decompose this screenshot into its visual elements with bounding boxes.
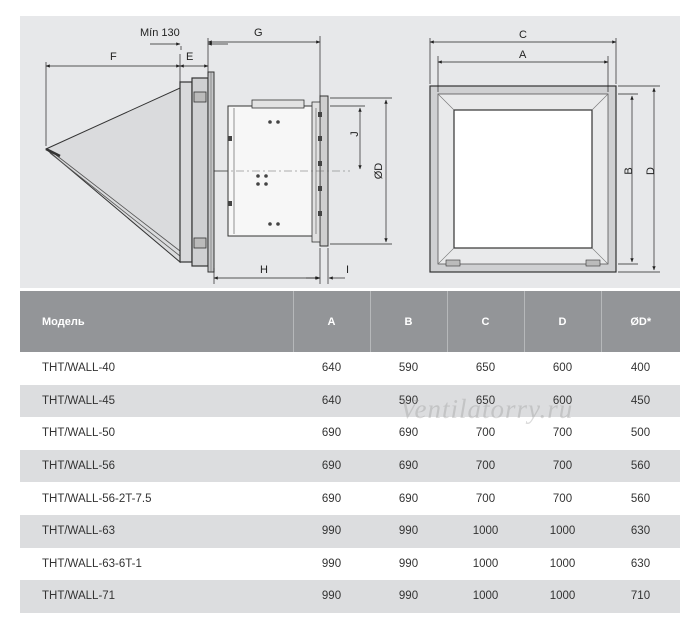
cell-b: 990 xyxy=(370,514,447,548)
front-dimensions xyxy=(429,38,660,273)
cell-c: 1000 xyxy=(472,557,499,570)
table-row: THT/WALL-56-2T-7.5 690 690 700 700 560 xyxy=(20,482,680,515)
table-header-row: Модель A B C D ØD* xyxy=(20,291,680,352)
cell-model: THT/WALL-63-6T-1 xyxy=(42,557,142,570)
cell-model: THT/WALL-71 xyxy=(20,580,293,613)
cell-model: THT/WALL-63 xyxy=(20,514,293,548)
cell-od: 560 xyxy=(601,449,680,483)
cell-b: 590 xyxy=(370,384,447,418)
table-row: THT/WALL-56 690 690 700 700 560 xyxy=(20,449,680,483)
cell-c: 700 xyxy=(475,492,496,505)
table-row: THT/WALL-40 640 590 650 600 400 xyxy=(20,352,680,385)
header-b: B xyxy=(370,291,448,352)
cell-model: THT/WALL-45 xyxy=(20,384,293,418)
label-min-130: Mín 130 xyxy=(140,27,180,39)
table-row: THT/WALL-45 640 590 650 600 450 xyxy=(20,384,680,418)
cell-od: 630 xyxy=(630,557,651,570)
side-dimensions xyxy=(45,36,392,284)
header-model: Модель xyxy=(20,291,294,352)
cell-b: 690 xyxy=(398,427,419,440)
cell-od: 450 xyxy=(601,384,680,418)
cell-d: 600 xyxy=(552,362,573,375)
cell-b: 590 xyxy=(398,362,419,375)
hood-plate xyxy=(179,81,193,263)
cell-a: 640 xyxy=(321,362,342,375)
cell-od: 710 xyxy=(601,580,680,613)
label-h: H xyxy=(260,264,268,276)
cell-d: 700 xyxy=(524,449,601,483)
technical-drawing: Mín 130 F E G J ØD H I C A B D xyxy=(20,16,680,288)
cell-b: 990 xyxy=(370,580,447,613)
dimensions-table: Модель A B C D ØD* THT/WALL-40 640 590 6… xyxy=(20,291,680,613)
drawing-svg: Mín 130 F E G J ØD H I C A B D xyxy=(45,27,660,284)
label-i: I xyxy=(346,264,349,276)
label-g: G xyxy=(254,27,263,39)
cell-d: 1000 xyxy=(549,557,576,570)
cell-a: 990 xyxy=(321,557,342,570)
table-row: THT/WALL-63-6T-1 990 990 1000 1000 630 xyxy=(20,548,680,581)
cell-c: 1000 xyxy=(447,580,524,613)
cell-a: 690 xyxy=(321,492,342,505)
cell-b: 690 xyxy=(398,492,419,505)
cell-c: 700 xyxy=(475,427,496,440)
label-d: D xyxy=(645,167,657,175)
header-a: A xyxy=(293,291,371,352)
cell-a: 990 xyxy=(293,580,370,613)
header-c: C xyxy=(447,291,525,352)
table-row: THT/WALL-63 990 990 1000 1000 630 xyxy=(20,514,680,548)
label-j: J xyxy=(349,131,361,137)
cell-a: 690 xyxy=(293,449,370,483)
label-e: E xyxy=(186,51,193,63)
cell-model: THT/WALL-40 xyxy=(42,362,116,375)
cell-od: 630 xyxy=(601,514,680,548)
cell-b: 990 xyxy=(398,557,419,570)
front-grille xyxy=(453,109,593,249)
cell-b: 690 xyxy=(370,449,447,483)
table-row: THT/WALL-71 990 990 1000 1000 710 xyxy=(20,580,680,613)
side-view xyxy=(45,71,350,273)
cell-od: 400 xyxy=(630,362,651,375)
header-d: D xyxy=(524,291,602,352)
label-a: A xyxy=(519,49,527,61)
cell-d: 1000 xyxy=(524,580,601,613)
cell-od: 560 xyxy=(630,492,651,505)
cell-model: THT/WALL-56 xyxy=(20,449,293,483)
cell-od: 500 xyxy=(630,427,651,440)
cell-a: 640 xyxy=(293,384,370,418)
cell-c: 700 xyxy=(447,449,524,483)
cell-c: 1000 xyxy=(447,514,524,548)
label-b: B xyxy=(623,167,635,174)
cell-a: 690 xyxy=(321,427,342,440)
cell-model: THT/WALL-56-2T-7.5 xyxy=(42,492,152,505)
front-view xyxy=(429,85,617,273)
cell-model: THT/WALL-50 xyxy=(42,427,116,440)
cell-d: 600 xyxy=(524,384,601,418)
cell-d: 1000 xyxy=(524,514,601,548)
table-row: THT/WALL-50 690 690 700 700 500 xyxy=(20,417,680,450)
cell-c: 650 xyxy=(447,384,524,418)
label-od: ØD xyxy=(373,163,385,180)
cell-c: 650 xyxy=(475,362,496,375)
cell-a: 990 xyxy=(293,514,370,548)
label-c: C xyxy=(519,29,527,41)
header-od: ØD* xyxy=(601,291,680,352)
cell-d: 700 xyxy=(552,492,573,505)
cell-d: 700 xyxy=(552,427,573,440)
label-f: F xyxy=(110,51,117,63)
